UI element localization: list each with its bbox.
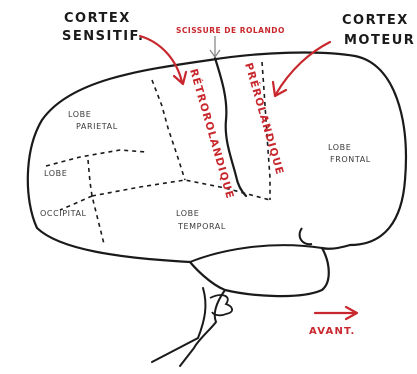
label-lobe-parietal-line2: PARIETAL <box>76 122 118 131</box>
arrow-cortex-moteur <box>276 42 330 94</box>
label-lobe-occipital-line1: LOBE <box>44 169 67 178</box>
temporal-lower-curve <box>190 245 322 262</box>
label-lobe-frontal-line2: FRONTAL <box>330 155 371 164</box>
label-lobe-frontal-line1: LOBE <box>328 143 351 152</box>
label-cortex-moteur-line2: MOTEUR <box>344 33 415 48</box>
arrow-avant <box>315 307 357 319</box>
label-retrorolandique: RÉTROROLANDIQUE <box>187 67 237 201</box>
label-lobe-temporal-line1: LOBE <box>176 209 199 218</box>
lobe-boundary-occipital <box>88 160 104 244</box>
arrow-cortex-sensitif <box>140 36 182 82</box>
lobe-boundary-parietal-occipital <box>46 150 146 166</box>
lobe-boundary-sylvian <box>92 180 270 200</box>
lobe-boundary-occipital-lower <box>60 196 92 210</box>
label-cortex-moteur-line1: CORTEX <box>342 13 409 28</box>
label-cortex-sensitif-line2: SENSITIF. <box>62 29 144 44</box>
label-scissure-rolando: SCISSURE DE ROLANDO <box>176 26 285 35</box>
rolando-pointer <box>210 36 220 57</box>
label-prerolandique: PRÉROLANDIQUE <box>242 61 287 176</box>
label-lobe-parietal-line1: LOBE <box>68 110 91 119</box>
label-lobe-occipital-line2: OCCIPITAL <box>40 209 87 218</box>
frontal-base-fold <box>300 228 312 244</box>
label-lobe-temporal-line2: TEMPORAL <box>177 222 226 231</box>
lobe-boundary-parietal-anterior <box>152 80 185 180</box>
brainstem <box>152 288 225 366</box>
label-avant: AVANT. <box>309 326 356 337</box>
label-cortex-sensitif-line1: CORTEX <box>64 11 131 26</box>
